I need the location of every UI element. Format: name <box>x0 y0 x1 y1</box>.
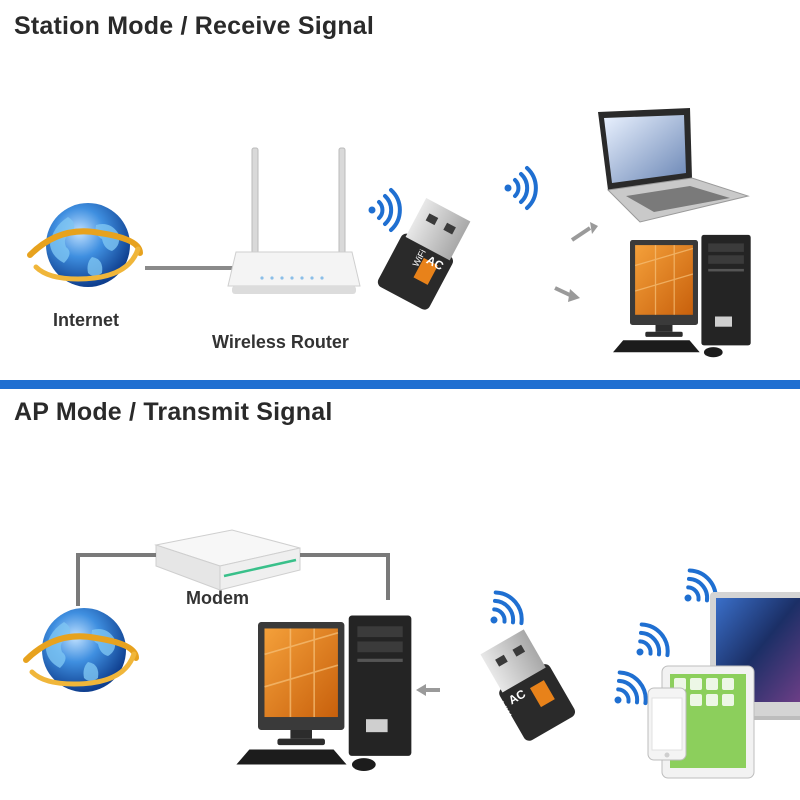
signal-icon-bottom-2 <box>622 616 677 672</box>
signal-icon-bottom-3 <box>600 664 655 720</box>
desktop-computer-icon-bottom <box>235 614 413 772</box>
signal-icon-top-right <box>502 166 538 210</box>
ap-mode-title: AP Mode / Transmit Signal <box>14 398 333 426</box>
smartphone-icon <box>647 687 687 761</box>
section-divider <box>0 380 800 389</box>
arrow-icon-to-desktop <box>554 286 580 302</box>
modem-cables <box>76 553 390 606</box>
modem-icon <box>154 529 301 591</box>
modem-label: Modem <box>186 588 249 608</box>
router-label: Wireless Router <box>212 332 349 352</box>
globe-icon-top <box>30 203 140 287</box>
station-mode-title: Station Mode / Receive Signal <box>14 12 375 40</box>
arrow-icon-to-laptop <box>570 222 598 242</box>
wireless-router-icon <box>227 147 361 294</box>
laptop-icon <box>598 108 750 223</box>
usb-wifi-adapter-bottom <box>477 627 578 743</box>
globe-icon-bottom <box>26 608 136 692</box>
signal-icon-top-left <box>366 188 402 232</box>
internet-label-top: Internet <box>53 310 120 330</box>
arrow-icon-to-computer <box>416 684 440 696</box>
signal-icon-bottom-adapter <box>476 584 531 640</box>
desktop-computer-icon-top <box>612 234 752 358</box>
